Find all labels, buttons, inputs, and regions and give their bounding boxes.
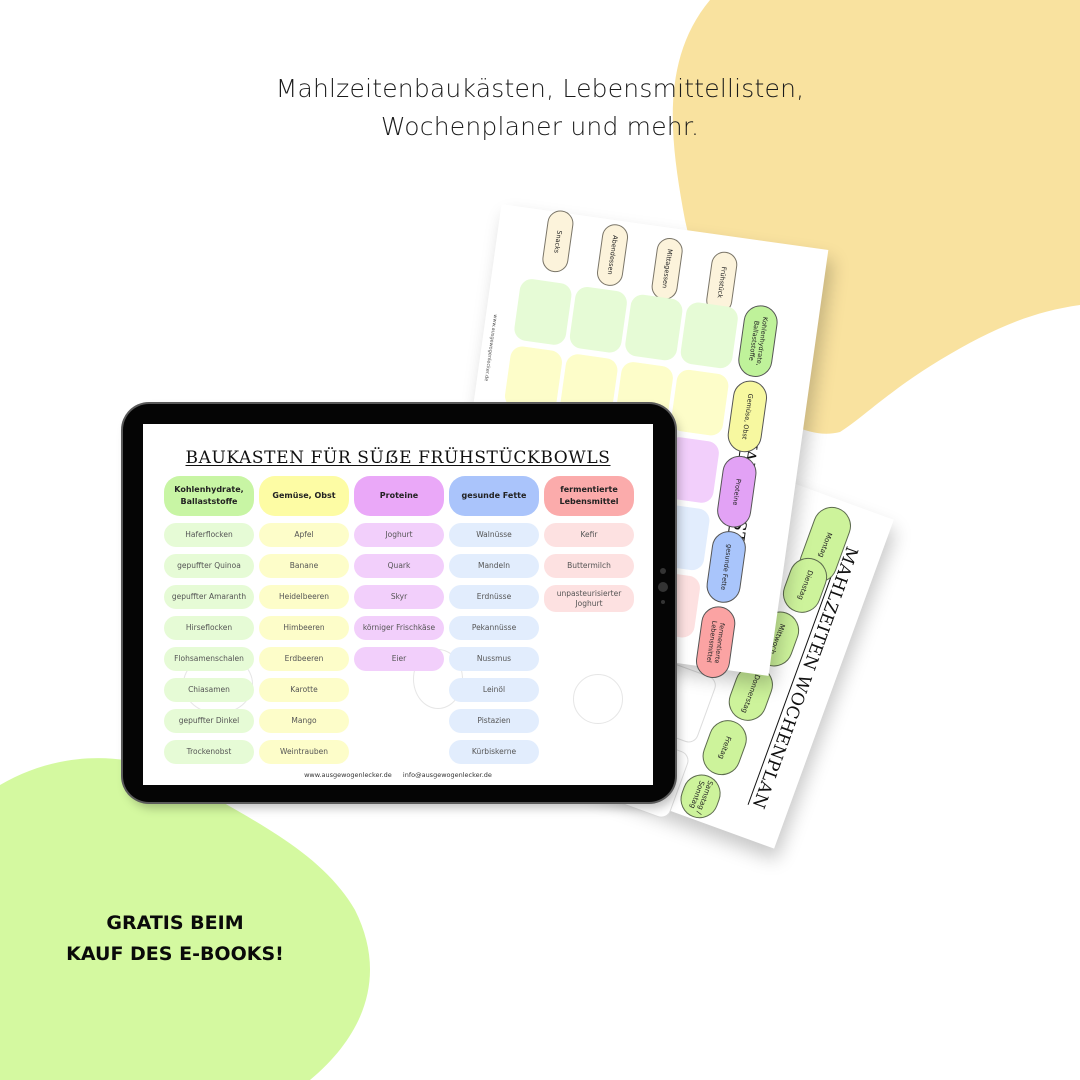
food-item: Pistazien (449, 709, 539, 733)
grid-cell (679, 301, 740, 370)
column-header: gesunde Fette (449, 476, 539, 516)
category-pill-fermentiert: fermentierte Lebensmittel (693, 604, 738, 681)
food-item: gepuffter Quinoa (164, 554, 254, 578)
baukasten-footer: www.ausgewogenlecker.de info@ausgewogenl… (143, 771, 653, 779)
food-item: Erdbeeren (259, 647, 349, 671)
day-pill-freitag: Freitag (697, 714, 753, 781)
footer-email: info@ausgewogenlecker.de (402, 771, 492, 779)
meal-pill-mittagessen: Mittagessen (649, 236, 685, 302)
food-item: Leinöl (449, 678, 539, 702)
food-item: unpasteurisierter Joghurt (544, 585, 634, 612)
food-item: Joghurt (354, 523, 444, 547)
food-item: Skyr (354, 585, 444, 609)
promo-line-1: GRATIS BEIM (106, 912, 244, 934)
food-item: Nussmus (449, 647, 539, 671)
baukasten-title: BAUKASTEN FÜR SÜẞE FRÜHSTÜCKBOWLS (185, 448, 611, 468)
food-item: Himbeeren (259, 616, 349, 640)
promo-line-2: KAUF DES E-BOOKS! (66, 943, 284, 965)
category-pill-proteine: Proteine (714, 453, 759, 530)
column-header: fermentierte Lebensmittel (544, 476, 634, 516)
category-pill-gemuese: Gemüse, Obst (725, 378, 770, 455)
column-gemuese-obst: Gemüse, Obst Apfel Banane Heidelbeeren H… (259, 476, 349, 764)
broccoli-doodle-icon (573, 674, 623, 724)
headline-line-2: Wochenplaner und mehr. (380, 112, 700, 141)
food-item: Pekannüsse (449, 616, 539, 640)
column-header: Kohlenhydrate, Ballaststoffe (164, 476, 254, 516)
food-item: Kürbiskerne (449, 740, 539, 764)
category-pill-kohlenhydrate: Kohlenhydrate, Ballaststoffe (736, 303, 780, 380)
column-kohlenhydrate: Kohlenhydrate, Ballaststoffe Haferflocke… (164, 476, 254, 764)
green-background-blob (0, 758, 370, 1080)
food-item: Heidelbeeren (259, 585, 349, 609)
food-item: Chiasamen (164, 678, 254, 702)
food-item: Quark (354, 554, 444, 578)
food-item: Weintrauben (259, 740, 349, 764)
meal-pill-abendessen: Abendessen (595, 222, 630, 288)
food-item: gepuffter Dinkel (164, 709, 254, 733)
food-item: körniger Frischkäse (354, 616, 444, 640)
grid-cell (623, 293, 684, 362)
column-header: Proteine (354, 476, 444, 516)
column-gesunde-fette: gesunde Fette Walnüsse Mandeln Erdnüsse … (449, 476, 539, 764)
column-fermentiert: fermentierte Lebensmittel Kefir Buttermi… (544, 476, 634, 764)
food-item: Mango (259, 709, 349, 733)
food-item: Erdnüsse (449, 585, 539, 609)
category-pill-fette: gesunde Fette (704, 528, 749, 605)
promo-text: GRATIS BEIM KAUF DES E-BOOKS! (30, 908, 320, 970)
camera-lens-icon (658, 582, 668, 592)
footer-website: www.ausgewogenlecker.de (304, 771, 392, 779)
column-header: Gemüse, Obst (259, 476, 349, 516)
food-item: Trockenobst (164, 740, 254, 764)
grid-cell (568, 285, 629, 355)
tablet-screen: BAUKASTEN FÜR SÜẞE FRÜHSTÜCKBOWLS Kohlen… (143, 424, 653, 785)
food-item: Walnüsse (449, 523, 539, 547)
food-item: Haferflocken (164, 523, 254, 547)
camera-dot-icon (660, 568, 666, 574)
meal-pill-snacks: Snacks (540, 208, 576, 274)
food-item: Banane (259, 554, 349, 578)
food-item: gepuffter Amaranth (164, 585, 254, 609)
headline: Mahlzeitenbaukästen, Lebensmittellisten,… (0, 70, 1080, 146)
einkaufsliste-url: www.ausgewogenlecker.de (482, 313, 499, 382)
baukasten-columns: Kohlenhydrate, Ballaststoffe Haferflocke… (164, 476, 634, 764)
food-item: Hirseflocken (164, 616, 254, 640)
food-item: Apfel (259, 523, 349, 547)
tablet-device: BAUKASTEN FÜR SÜẞE FRÜHSTÜCKBOWLS Kohlen… (123, 404, 675, 802)
headline-line-1: Mahlzeitenbaukästen, Lebensmittellisten, (275, 74, 805, 103)
food-item: Eier (354, 647, 444, 671)
sensor-dot-icon (661, 600, 665, 604)
food-item: Flohsamenschalen (164, 647, 254, 671)
grid-cell (512, 277, 573, 347)
food-item: Kefir (544, 523, 634, 547)
column-proteine: Proteine Joghurt Quark Skyr körniger Fri… (354, 476, 444, 764)
food-item: Buttermilch (544, 554, 634, 578)
grid-cell (669, 368, 730, 437)
food-item: Karotte (259, 678, 349, 702)
food-item: Mandeln (449, 554, 539, 578)
